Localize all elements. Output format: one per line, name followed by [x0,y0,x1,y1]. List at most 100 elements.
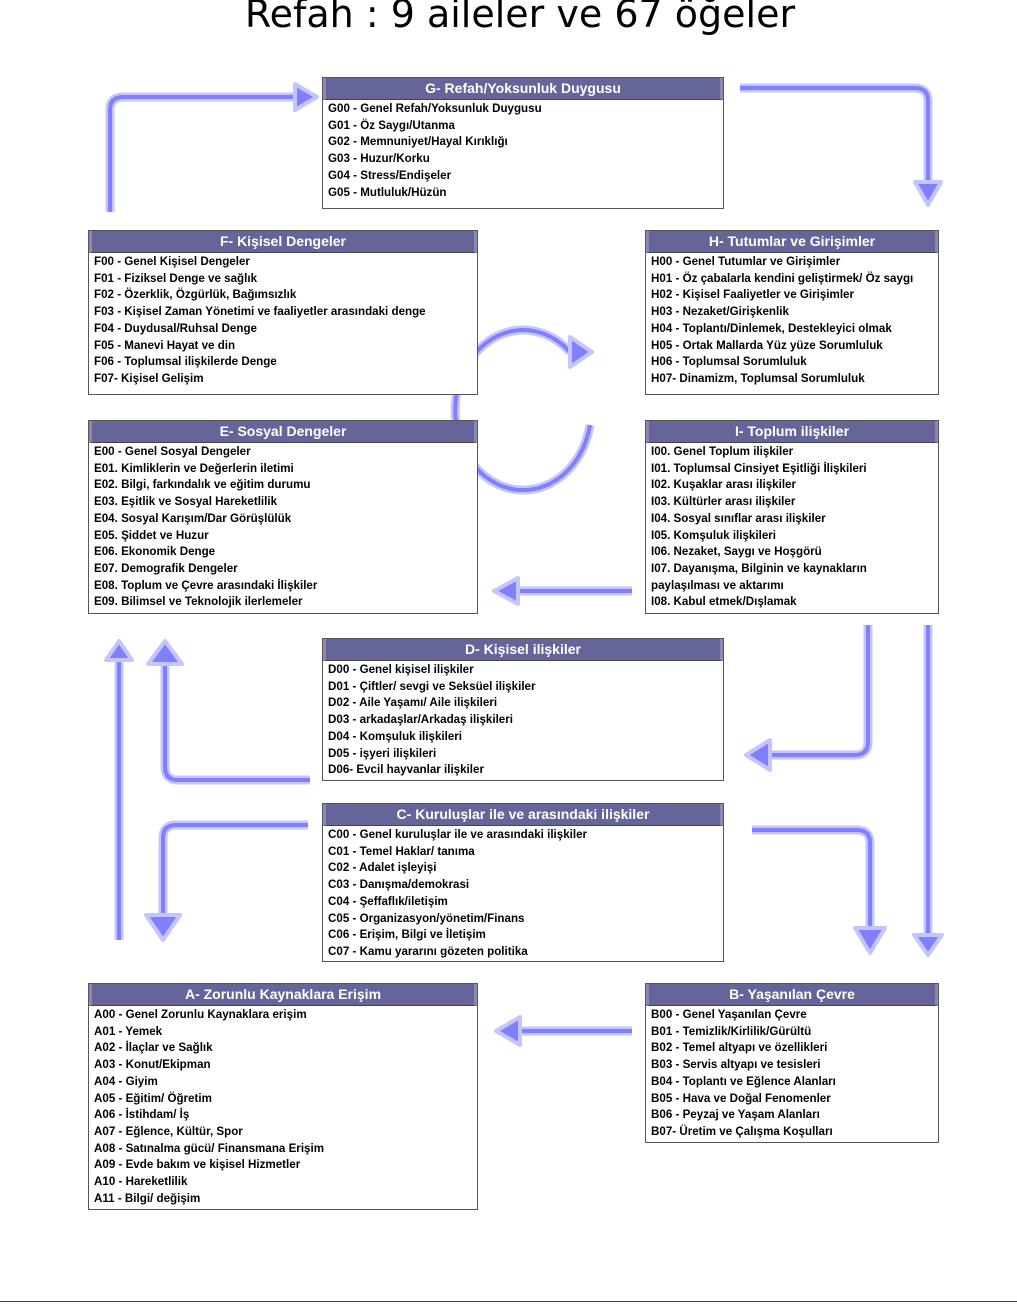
family-item: E05. Şiddet ve Huzur [94,528,209,542]
family-item: C00 - Genel kuruluşlar ile ve arasındaki… [328,828,588,841]
family-item: C04 - Şeffaflık/iletişim [328,894,448,908]
family-header: D- Kişisel ilişkiler [323,639,723,661]
family-item: D03 - arkadaşlar/Arkadaş ilişkileri [328,713,513,727]
family-item: A00 - Genel Zorunlu Kaynaklara erişim [94,1008,307,1021]
family-item: A11 - Bilgi/ değişim [94,1191,201,1205]
arrow-c-to-a [158,820,308,918]
family-item: G01 - Öz Saygı/Utanma [328,118,455,132]
family-header: A- Zorunlu Kaynaklara Erişim [89,984,477,1006]
family-box-f: F- Kişisel Dengeler F00 - Genel Kişisel … [88,230,478,395]
family-item: B06 - Peyzaj ve Yaşam Alanları [651,1108,820,1122]
family-item: B04 - Toplantı ve Eğlence Alanları [651,1074,836,1088]
family-item: C01 - Temel Haklar/ tanıma [328,844,475,858]
family-item: E02. Bilgi, farkındalık ve eğitim durumu [94,478,311,492]
family-item: A07 - Eğlence, Kültür, Spor [94,1124,243,1138]
family-item: D06- Evcil hayvanlar ilişkiler [328,763,484,777]
family-item: E08. Toplum ve Çevre arasındaki İlişkile… [94,578,318,592]
family-item: A04 - Giyim [94,1074,158,1088]
family-item: B03 - Servis altyapı ve tesisleri [651,1058,821,1072]
family-item: D05 - işyeri ilişkileri [328,746,437,760]
arrowhead-down-icon [144,913,182,942]
family-item: I00. Genel Toplum ilişkiler [651,445,794,458]
arrowhead-up-icon [146,639,184,666]
family-box-e: E- Sosyal Dengeler E00 - Genel Sosyal De… [88,420,478,614]
family-item: C02 - Adalet işleyişi [328,861,437,875]
family-item: A10 - Hareketlilik [94,1175,188,1189]
arrowhead-down-icon [912,933,944,957]
family-header: C- Kuruluşlar ile ve arasındaki ilişkile… [323,804,723,826]
family-item: I08. Kabul etmek/Dışlamak [651,595,797,609]
arrowhead-right-icon [568,335,594,369]
family-item: A02 - İlaçlar ve Sağlık [94,1041,213,1055]
family-item: E06. Ekonomik Denge [94,545,216,559]
family-item: B02 - Temel altyapı ve özellikleri [651,1041,828,1055]
family-item: E09. Bilimsel ve Teknolojik ilerlemeler [94,595,303,609]
family-item: E07. Demografik Dengeler [94,561,238,575]
family-item: C06 - Erişim, Bilgi ve İletişim [328,928,486,942]
family-item: I05. Komşuluk ilişkileri [651,528,777,542]
family-item: G04 - Stress/Endişeler [328,168,452,182]
family-item: A05 - Eğitim/ Öğretim [94,1091,212,1105]
family-item: B01 - Temizlik/Kirlilik/Gürültü [651,1024,812,1038]
family-item: B05 - Hava ve Doğal Fenomenler [651,1091,831,1105]
family-header: G- Refah/Yoksunluk Duygusu [323,78,723,100]
family-item: D04 - Komşuluk ilişkileri [328,729,463,743]
family-header: I- Toplum ilişkiler [646,421,938,443]
arrowhead-left-icon [744,738,772,772]
family-item: G00 - Genel Refah/Yoksunluk Duygusu [328,102,542,115]
family-item: B07- Üretim ve Çalışma Koşulları [651,1124,833,1138]
family-item: F07- Kişisel Gelişim [94,371,204,385]
family-item: H01 - Öz çabalarla kendini geliştirmek/ … [651,271,914,285]
family-item: E03. Eşitlik ve Sosyal Hareketlilik [94,495,278,509]
page-bottom-divider [0,1301,1017,1302]
family-item: D01 - Çiftler/ sevgi ve Seksüel ilişkile… [328,679,536,693]
arrowhead-down-icon [853,926,887,955]
family-item: E04. Sosyal Karışım/Dar Görüşlülük [94,511,292,525]
family-item: G03 - Huzur/Korku [328,152,430,166]
family-header: E- Sosyal Dengeler [89,421,477,443]
arrowhead-up-icon [104,639,134,662]
family-box-g: G- Refah/Yoksunluk Duygusu G00 - Genel R… [322,77,724,209]
family-item: A03 - Konut/Ekipman [94,1058,211,1072]
arrow-f-to-g [105,92,300,212]
family-item: H06 - Toplumsal Sorumluluk [651,355,807,369]
family-item-list: C00 - Genel kuruluşlar ile ve arasındaki… [323,826,723,962]
page-title: Refah : 9 aileler ve 67 öğeler [244,0,796,36]
family-item: B00 - Genel Yaşanılan Çevre [651,1008,807,1021]
family-item: H03 - Nezaket/Girişkenlik [651,305,789,319]
family-item: D00 - Genel kişisel ilişkiler [328,663,474,676]
family-item: H07- Dinamizm, Toplumsal Sorumluluk [651,371,865,385]
family-item: H04 - Toplantı/Dinlemek, Destekleyici ol… [651,321,892,335]
family-item: paylaşılması ve aktarımı [651,578,784,592]
family-box-h: H- Tutumlar ve Girişimler H00 - Genel Tu… [645,230,939,395]
family-item: G05 - Mutluluk/Hüzün [328,185,447,199]
family-box-b: B- Yaşanılan Çevre B00 - Genel Yaşanılan… [645,983,939,1143]
family-item: A08 - Satınalma gücü/ Finansmana Erişim [94,1141,325,1155]
family-item: F05 - Manevi Hayat ve din [94,338,236,352]
family-item: F03 - Kişisel Zaman Yönetimi ve faaliyet… [94,305,426,319]
family-header: B- Yaşanılan Çevre [646,984,938,1006]
family-item: I01. Toplumsal Cinsiyet Eşitliği İlişkil… [651,461,867,475]
family-item: I06. Nezaket, Saygı ve Hoşgörü [651,545,822,559]
family-item: I04. Sosyal sınıflar arası ilişkiler [651,511,826,525]
arrowhead-left-icon [494,1015,522,1047]
arrowhead-down-icon [913,180,943,207]
arrowhead-left-icon [492,576,520,606]
family-item: F00 - Genel Kişisel Dengeler [94,255,250,268]
family-item: E01. Kimliklerin ve Değerlerin iletimi [94,461,294,475]
family-item: C07 - Kamu yararını gözeten politika [328,944,528,958]
family-item: H00 - Genel Tutumlar ve Girişimler [651,255,841,268]
family-item: A09 - Evde bakım ve kişisel Hizmetler [94,1158,301,1172]
family-box-c: C- Kuruluşlar ile ve arasındaki ilişkile… [322,803,724,962]
family-item: E00 - Genel Sosyal Dengeler [94,445,251,458]
family-item: F02 - Özerklik, Özgürlük, Bağımsızlık [94,288,297,302]
arrowhead-right-icon [293,82,319,112]
